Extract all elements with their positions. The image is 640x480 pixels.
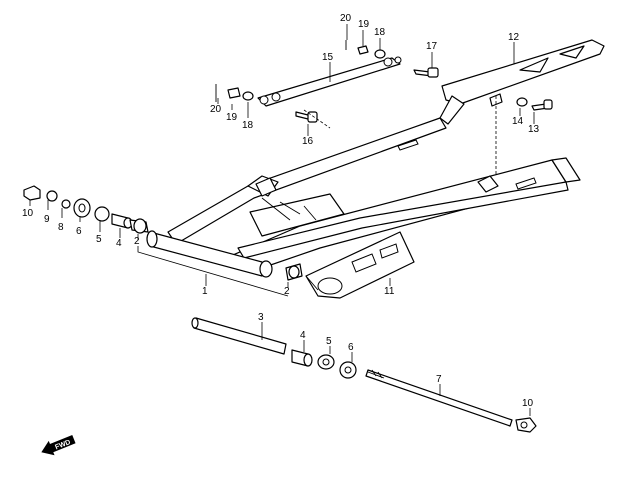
callout-6-left: 6 — [76, 226, 82, 237]
torque-rod-15 — [257, 56, 402, 107]
callout-14: 14 — [512, 116, 524, 127]
callout-2-right: 2 — [284, 286, 290, 297]
callout-12: 12 — [508, 32, 520, 43]
callout-16: 16 — [302, 136, 314, 147]
chain-case — [305, 231, 415, 299]
swingarm-frame — [146, 117, 581, 281]
callout-4-lower: 4 — [300, 330, 306, 341]
callout-15: 15 — [322, 52, 334, 63]
callout-5-left: 5 — [96, 234, 102, 245]
callout-7: 7 — [436, 374, 442, 385]
callout-2-left: 2 — [134, 236, 140, 247]
callout-13: 13 — [528, 124, 540, 135]
callout-20-left: 20 — [210, 104, 222, 115]
callout-1: 1 — [202, 286, 208, 297]
callout-18-left: 18 — [242, 120, 254, 131]
leader-lines — [29, 24, 535, 416]
callout-19-left: 19 — [226, 112, 238, 123]
callouts: 20 19 18 15 17 12 20 19 18 16 14 13 10 9… — [22, 13, 540, 409]
callout-19-top: 19 — [358, 19, 370, 30]
alignment-lines — [303, 96, 497, 174]
fwd-arrow-icon — [41, 435, 76, 456]
callout-6-lower: 6 — [348, 342, 354, 353]
callout-8: 8 — [58, 222, 64, 233]
callout-9: 9 — [44, 214, 50, 225]
callout-4-left: 4 — [116, 238, 122, 249]
fwd-label: FWD — [54, 439, 71, 451]
callout-18-top: 18 — [374, 27, 386, 38]
pivot-lower-parts — [191, 317, 537, 433]
callout-20-top: 20 — [340, 13, 352, 24]
callout-10-lower: 10 — [522, 398, 534, 409]
callout-11: 11 — [384, 286, 395, 297]
fwd-arrow: FWD — [41, 435, 76, 456]
callout-3: 3 — [258, 312, 264, 323]
left-pivot-hardware — [23, 185, 149, 234]
callout-5-lower: 5 — [326, 336, 332, 347]
callout-10-left: 10 — [22, 208, 34, 219]
callout-17: 17 — [426, 41, 438, 52]
chain-guard-12 — [439, 39, 605, 125]
